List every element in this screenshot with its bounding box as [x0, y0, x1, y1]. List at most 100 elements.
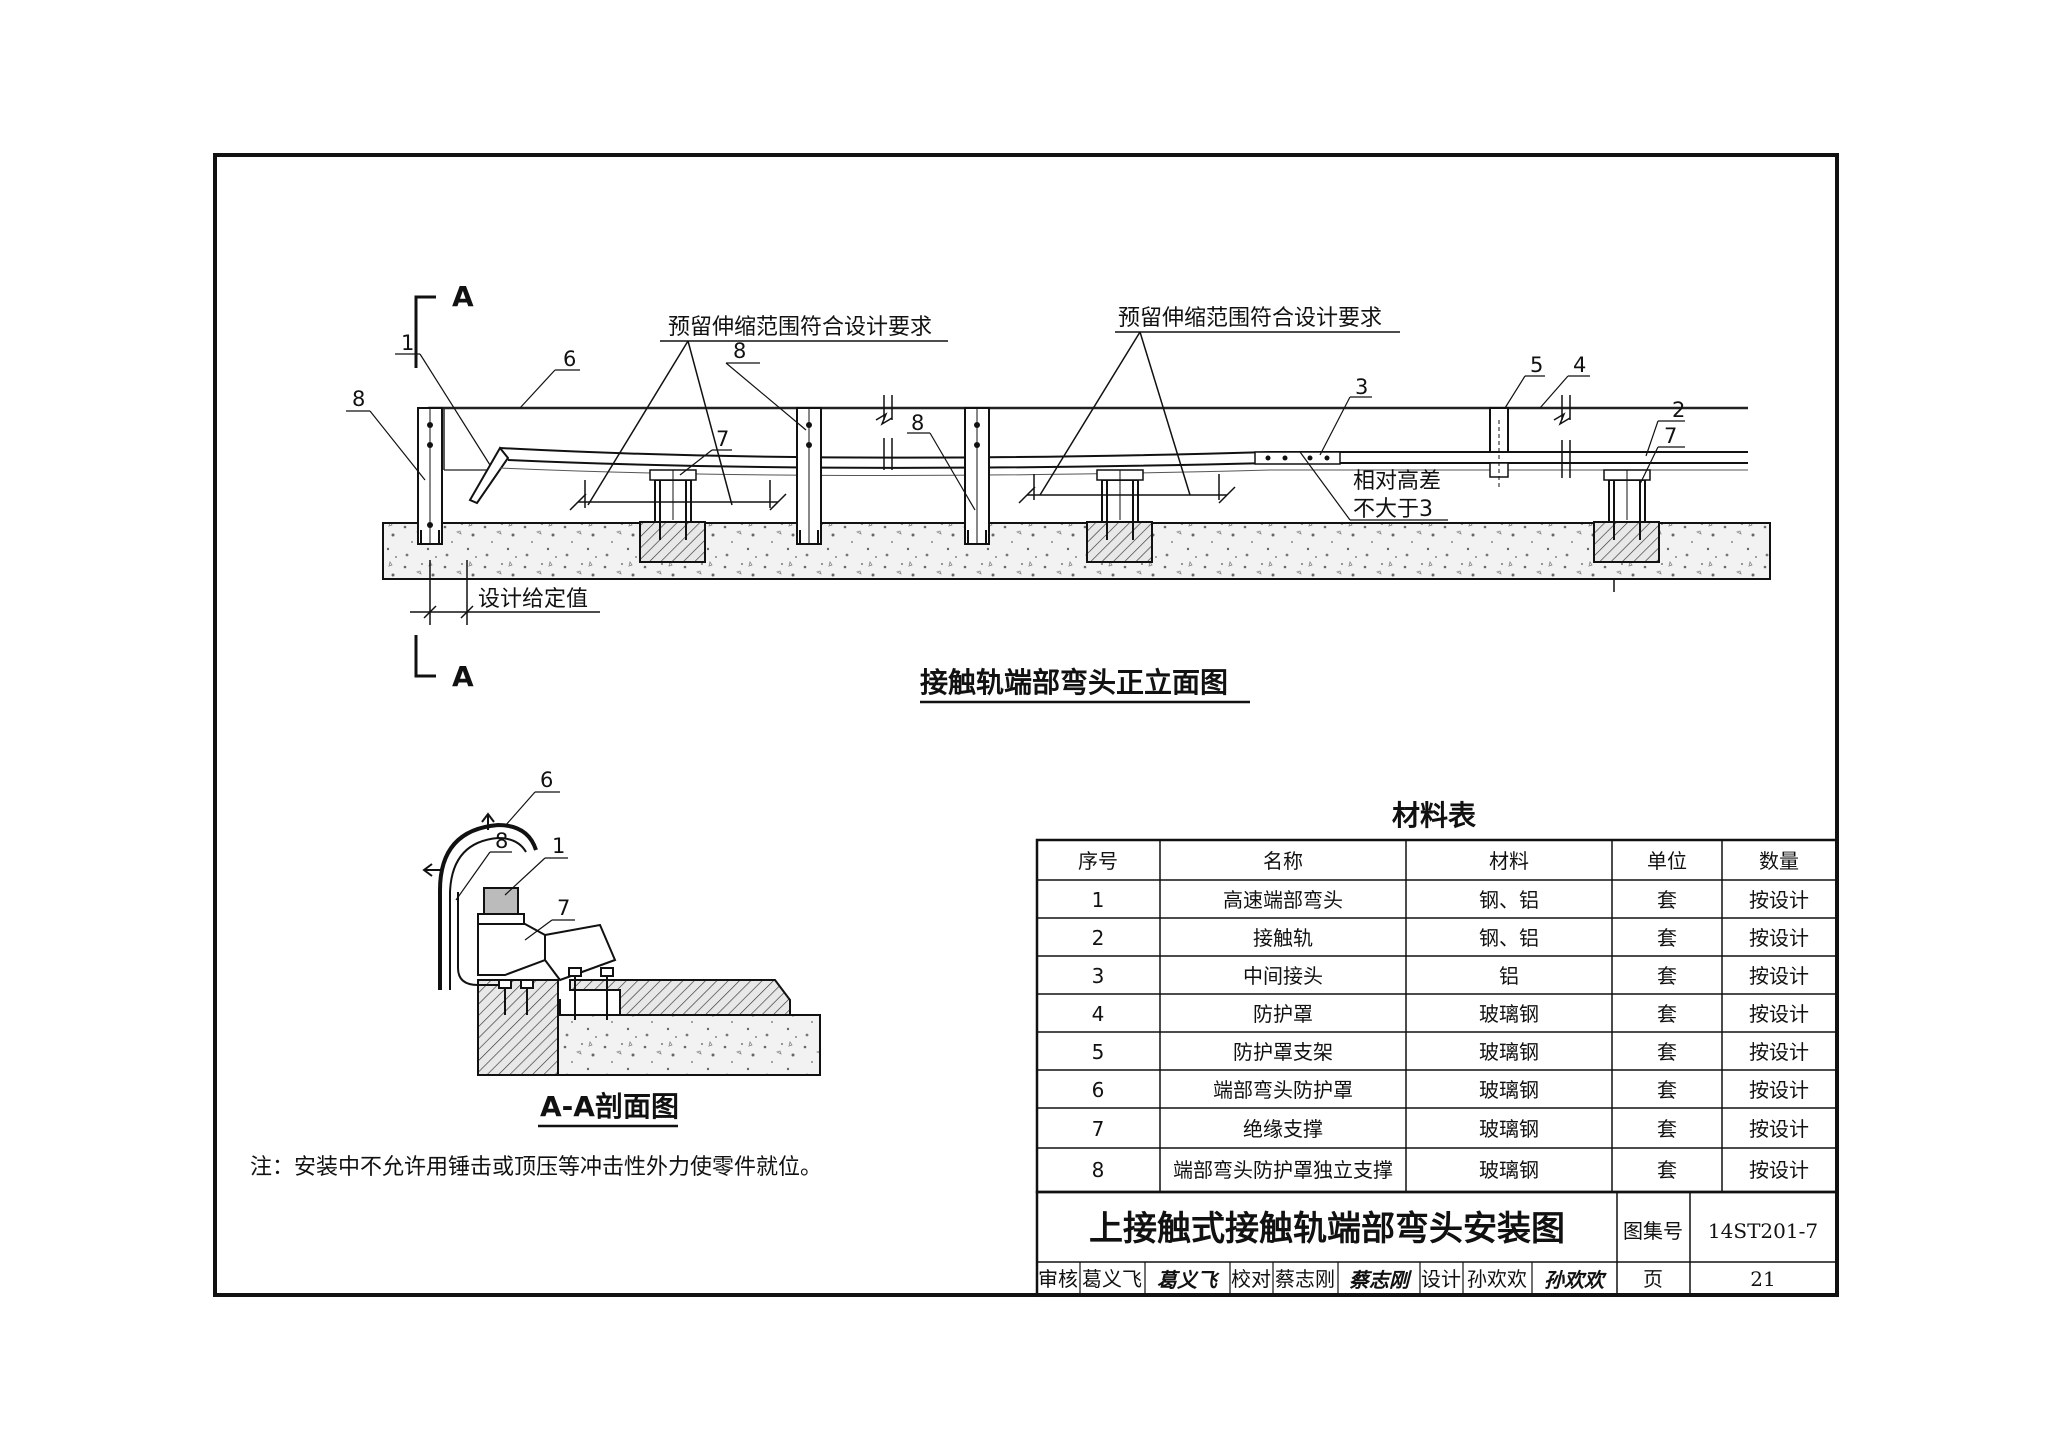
atlas-number: 14ST201-7 [1708, 1219, 1818, 1243]
callout-3: 3 [1355, 375, 1368, 399]
insulation-support-1 [639, 469, 706, 563]
expansion-note-left: 预留伸缩范围符合设计要求 [668, 315, 932, 340]
svg-text:套: 套 [1657, 964, 1677, 988]
svg-text:3: 3 [1092, 964, 1105, 988]
svg-text:6: 6 [1092, 1078, 1105, 1102]
svg-text:套: 套 [1657, 1002, 1677, 1026]
svg-text:按设计: 按设计 [1749, 888, 1809, 912]
section-callout-6: 6 [540, 768, 553, 792]
drawing-title: 上接触式接触轨端部弯头安装图 [1089, 1209, 1565, 1249]
table-row: 1 高速端部弯头 钢、铝 套 按设计 [1092, 888, 1809, 912]
svg-text:4: 4 [1092, 1002, 1105, 1026]
svg-text:铝: 铝 [1499, 964, 1519, 988]
header-material: 材料 [1489, 849, 1529, 873]
table-row: 7 绝缘支撑 玻璃钢 套 按设计 [1092, 1117, 1809, 1141]
page-number: 21 [1750, 1267, 1775, 1291]
installation-note: 注：安装中不允许用锤击或顶压等冲击性外力使零件就位。 [250, 1155, 822, 1180]
svg-text:套: 套 [1657, 888, 1677, 912]
elevation-title: 接触轨端部弯头正立面图 [920, 666, 1228, 699]
svg-text:防护罩: 防护罩 [1253, 1002, 1313, 1026]
svg-text:按设计: 按设计 [1749, 1117, 1809, 1141]
table-row: 3 中间接头 铝 套 按设计 [1092, 964, 1809, 988]
svg-text:接触轨: 接触轨 [1253, 926, 1313, 950]
atlas-label: 图集号 [1623, 1219, 1683, 1243]
guard-bracket [1489, 407, 1509, 490]
expansion-range-left [569, 480, 787, 511]
header-seq: 序号 [1078, 849, 1118, 873]
svg-text:防护罩支架: 防护罩支架 [1233, 1040, 1333, 1064]
svg-text:按设计: 按设计 [1749, 964, 1809, 988]
expansion-range-right [1018, 474, 1236, 504]
contact-rail-slope [499, 447, 1748, 459]
materials-table: 材料表 序号 名称 材料 单位 数量 1 高速端部弯头 [1035, 799, 1839, 1194]
section-label-bottom: A [452, 660, 474, 693]
svg-text:玻璃钢: 玻璃钢 [1479, 1040, 1539, 1064]
design-value-label: 设计给定值 [478, 587, 588, 612]
svg-text:套: 套 [1657, 1117, 1677, 1141]
svg-text:按设计: 按设计 [1749, 1002, 1809, 1026]
svg-text:端部弯头防护罩: 端部弯头防护罩 [1213, 1078, 1353, 1102]
section-view: 6 8 1 7 A-A剖面图 [422, 768, 821, 1128]
svg-text:按设计: 按设计 [1749, 1040, 1809, 1064]
svg-text:1: 1 [1092, 888, 1105, 912]
table-row: 6 端部弯头防护罩 玻璃钢 套 按设计 [1092, 1078, 1809, 1102]
section-callout-8: 8 [495, 829, 508, 853]
svg-text:玻璃钢: 玻璃钢 [1479, 1078, 1539, 1102]
table-row: 4 防护罩 玻璃钢 套 按设计 [1092, 1002, 1809, 1026]
section-callout-1: 1 [552, 834, 565, 858]
callout-7-left: 7 [716, 427, 729, 451]
svg-text:套: 套 [1657, 1040, 1677, 1064]
review-name: 葛义飞 [1082, 1267, 1142, 1291]
check-label: 校对 [1231, 1267, 1271, 1291]
callout-1: 1 [401, 331, 414, 355]
outer-frame [213, 153, 1839, 1297]
svg-text:玻璃钢: 玻璃钢 [1479, 1002, 1539, 1026]
header-qty: 数量 [1759, 849, 1799, 873]
svg-text:中间接头: 中间接头 [1243, 964, 1323, 988]
svg-text:2: 2 [1092, 926, 1105, 950]
materials-title: 材料表 [1392, 799, 1476, 832]
insulation-support-3 [1593, 469, 1660, 592]
callout-8-mid: 8 [733, 339, 746, 363]
section-mark-bottom: A [414, 635, 474, 693]
header-unit: 单位 [1647, 849, 1687, 873]
callout-6: 6 [563, 347, 576, 371]
svg-text:绝缘支撑: 绝缘支撑 [1243, 1117, 1323, 1141]
insulation-support-2 [1086, 469, 1153, 563]
height-note-2: 不大于3 [1353, 497, 1433, 522]
section-label-top: A [452, 280, 474, 313]
header-name: 名称 [1263, 849, 1303, 873]
design-signature: 孙欢欢 [1544, 1268, 1607, 1292]
svg-text:玻璃钢: 玻璃钢 [1479, 1117, 1539, 1141]
svg-text:5: 5 [1092, 1040, 1105, 1064]
section-callout-7: 7 [557, 896, 570, 920]
svg-text:按设计: 按设计 [1749, 1078, 1809, 1102]
table-row: 8 端部弯头防护罩独立支撑 玻璃钢 套 按设计 [1092, 1158, 1809, 1182]
svg-text:玻璃钢: 玻璃钢 [1479, 1158, 1539, 1182]
page-label: 页 [1643, 1267, 1663, 1291]
svg-text:套: 套 [1657, 926, 1677, 950]
svg-text:7: 7 [1092, 1117, 1105, 1141]
expansion-note-right: 预留伸缩范围符合设计要求 [1118, 306, 1382, 331]
svg-text:套: 套 [1657, 1158, 1677, 1182]
callout-2: 2 [1672, 398, 1685, 422]
review-signature: 葛义飞 [1157, 1268, 1220, 1292]
design-name: 孙欢欢 [1467, 1267, 1527, 1291]
section-title: A-A剖面图 [540, 1090, 679, 1123]
break-marks [875, 395, 1571, 478]
callout-7-right: 7 [1664, 424, 1677, 448]
review-label: 审核 [1038, 1267, 1078, 1291]
title-block: 上接触式接触轨端部弯头安装图 图集号 14ST201-7 页 21 审核 葛义飞… [1035, 1190, 1839, 1297]
end-ramp [468, 446, 510, 505]
dimension-design-value [410, 560, 600, 625]
svg-text:钢、铝: 钢、铝 [1479, 926, 1539, 950]
callout-8-lower: 8 [911, 411, 924, 435]
middle-joint [1254, 451, 1341, 465]
callout-5: 5 [1530, 353, 1543, 377]
concrete-slab [382, 522, 1771, 580]
svg-text:按设计: 按设计 [1749, 1158, 1809, 1182]
elevation-view: A A 设计给定值 预留伸缩范围符合设计要求 预留伸缩范围符合设计要求 相对 [346, 280, 1771, 704]
table-row: 5 防护罩支架 玻璃钢 套 按设计 [1092, 1040, 1809, 1064]
svg-text:端部弯头防护罩独立支撑: 端部弯头防护罩独立支撑 [1173, 1158, 1393, 1182]
